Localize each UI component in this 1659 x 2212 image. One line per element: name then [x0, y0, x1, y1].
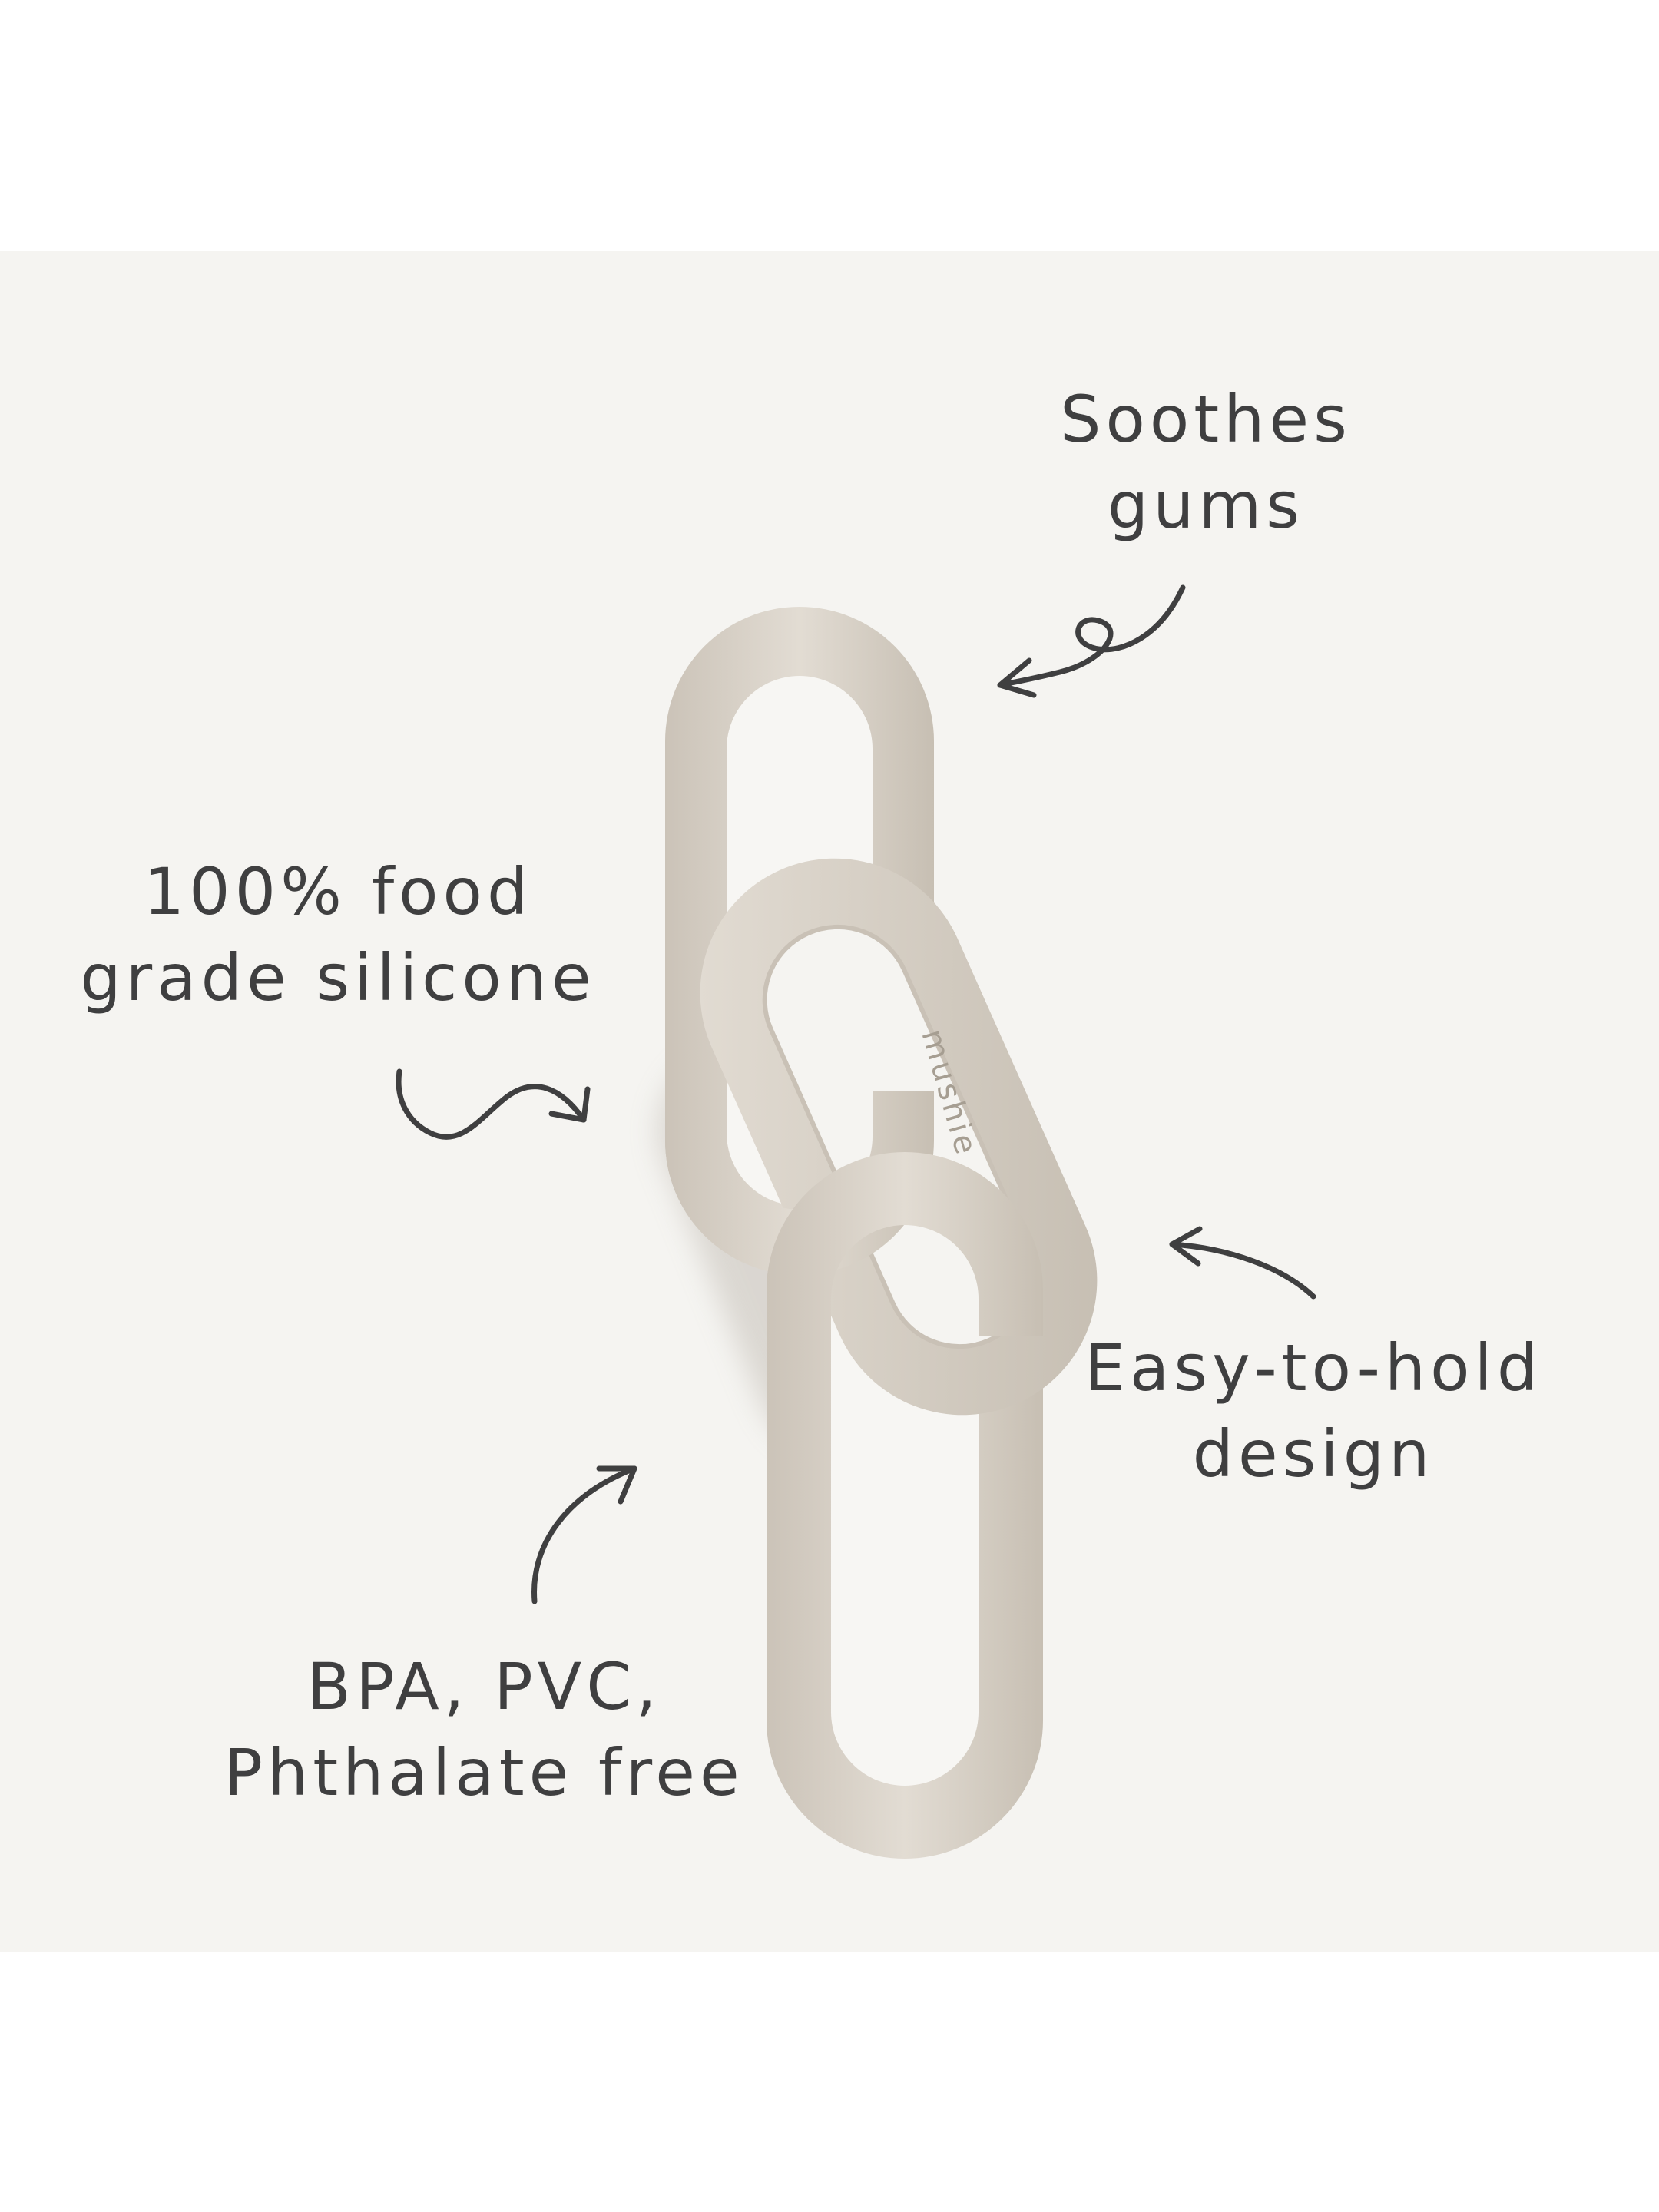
arrow-icon — [997, 584, 1186, 698]
arrow-icon — [531, 1465, 637, 1604]
callout-line: Easy-to-hold — [1084, 1330, 1543, 1406]
arrow-icon — [1169, 1226, 1316, 1300]
callout-line: gums — [1107, 468, 1305, 543]
callout-food-grade-silicone: 100% food grade silicone — [61, 849, 614, 1021]
callout-line: Phthalate free — [224, 1735, 744, 1810]
callout-line: BPA, PVC, — [306, 1649, 661, 1724]
callout-line: 100% food — [143, 854, 533, 929]
callout-easy-to-hold: Easy-to-hold design — [1045, 1325, 1582, 1497]
callout-line: Soothes — [1060, 382, 1352, 457]
arrow-icon — [396, 1068, 591, 1140]
callout-soothes-gums: Soothes gums — [998, 376, 1413, 548]
bottom-link-overlap — [767, 1152, 1043, 1336]
callout-bpa-free: BPA, PVC, Phthalate free — [169, 1644, 799, 1816]
callout-line: design — [1192, 1416, 1435, 1492]
callout-line: grade silicone — [80, 940, 596, 1015]
